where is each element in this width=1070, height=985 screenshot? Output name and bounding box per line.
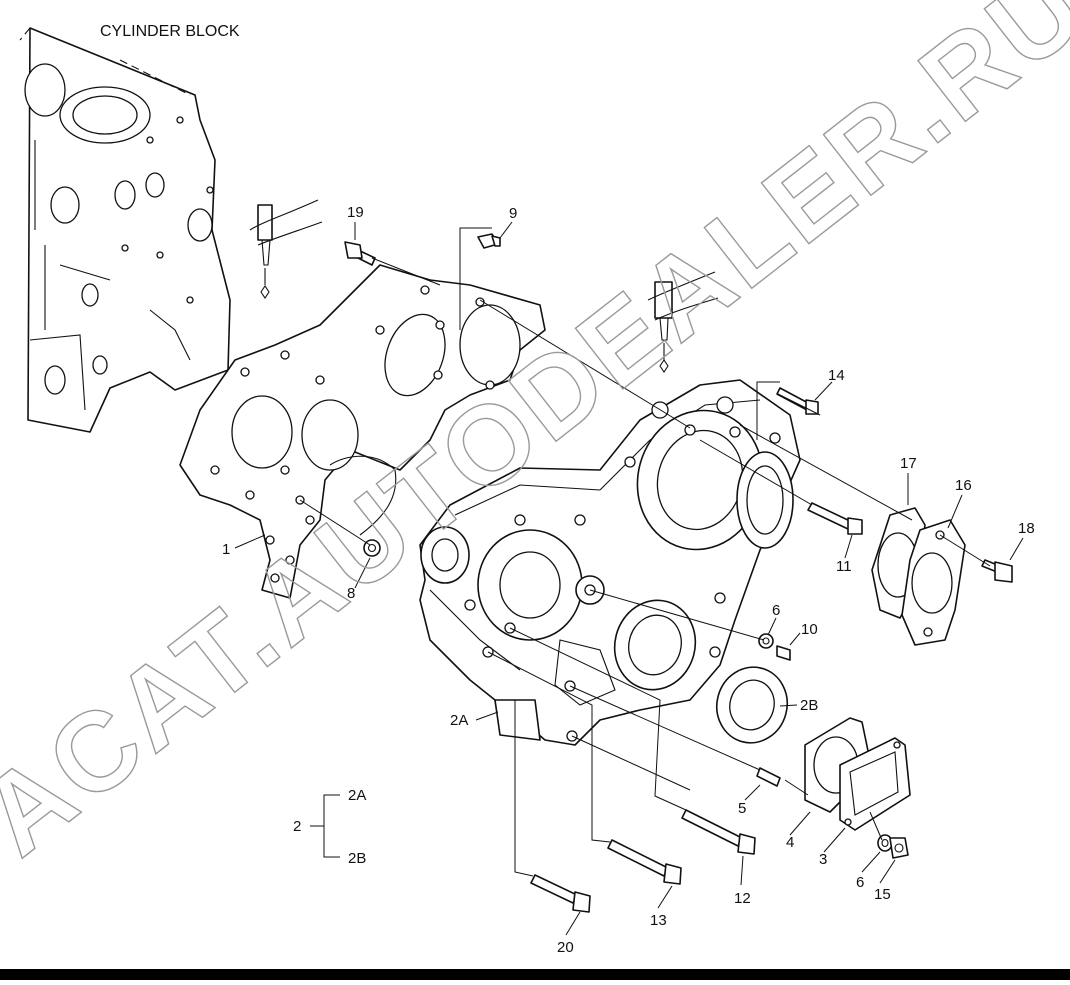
- callout-5: 5: [738, 800, 746, 817]
- callout-leaders: [234, 221, 1024, 936]
- stud-part-5: [756, 767, 781, 787]
- cover-plate-part-16: [901, 519, 966, 646]
- callout-12: 12: [734, 890, 751, 907]
- sealant-applicator-icon: [647, 271, 719, 373]
- callout-19: 19: [347, 204, 364, 221]
- callout-6-lower: 6: [856, 874, 864, 891]
- legend-parent: 2: [293, 818, 301, 835]
- cover-part-3: [839, 737, 911, 831]
- bottom-border: [0, 969, 1070, 980]
- cylinder-block: [19, 27, 231, 433]
- legend-child-2B: 2B: [348, 850, 366, 867]
- callout-labels: 19 9 14 17 16 18 1 8 11 6 10 2B 2A 5 4 3…: [222, 204, 1035, 956]
- callout-6: 6: [772, 602, 780, 619]
- bolt-part-14: [776, 387, 819, 415]
- sealant-applicator-icon: [249, 199, 323, 299]
- callout-18: 18: [1018, 520, 1035, 537]
- callout-15: 15: [874, 886, 891, 903]
- callout-4: 4: [786, 834, 794, 851]
- callout-17: 17: [900, 455, 917, 472]
- legend-child-2A: 2A: [348, 787, 366, 804]
- bolt-part-12: [681, 809, 756, 855]
- nut-part-15: [889, 837, 909, 859]
- callout-11: 11: [836, 558, 852, 575]
- diagram-title: CYLINDER BLOCK: [100, 23, 240, 40]
- group-legend: 2 2A 2B: [293, 787, 366, 867]
- callout-16: 16: [955, 477, 972, 494]
- callout-9: 9: [509, 205, 517, 222]
- bolt-part-10: [776, 645, 791, 661]
- bolt-part-18: [981, 559, 1013, 583]
- callout-1: 1: [222, 541, 230, 558]
- bolt-part-9: [477, 233, 501, 249]
- bolt-part-13: [607, 839, 682, 885]
- bolt-part-19: [344, 241, 376, 266]
- bolt-part-11: [807, 502, 863, 535]
- callout-13: 13: [650, 912, 667, 929]
- oil-seal-part-2B: [715, 666, 789, 744]
- gasket-plate-part-1: [179, 264, 546, 599]
- bolt-part-20: [530, 874, 591, 913]
- callout-10: 10: [801, 621, 818, 638]
- callout-2A: 2A: [450, 712, 468, 729]
- washer-part-6: [758, 633, 774, 649]
- callout-3: 3: [819, 851, 827, 868]
- alignment-lines: [299, 227, 991, 877]
- callout-20: 20: [557, 939, 574, 956]
- callout-8: 8: [347, 585, 355, 602]
- callout-14: 14: [828, 367, 845, 384]
- callout-2B: 2B: [800, 697, 818, 714]
- gear-case-part-2: [419, 379, 801, 746]
